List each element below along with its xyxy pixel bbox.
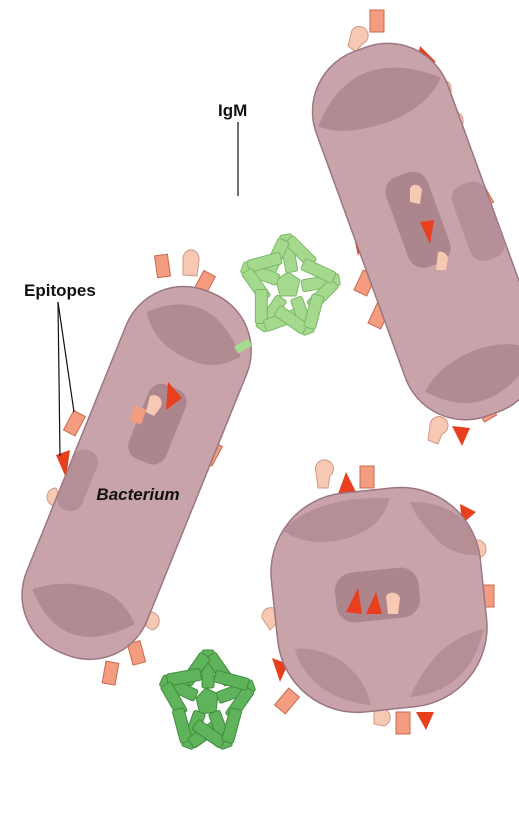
antibody-icon <box>150 650 263 757</box>
bacterium-upper-right <box>294 10 519 446</box>
igm-callout: IgM <box>218 101 247 196</box>
bacterium-left: Bacterium <box>3 250 270 685</box>
epitopes-label: Epitopes <box>24 281 96 300</box>
bacterium-lower-right <box>262 460 495 734</box>
igm-icon <box>233 230 344 345</box>
bacterium-label: Bacterium <box>96 485 179 504</box>
igm-label: IgM <box>218 101 247 120</box>
